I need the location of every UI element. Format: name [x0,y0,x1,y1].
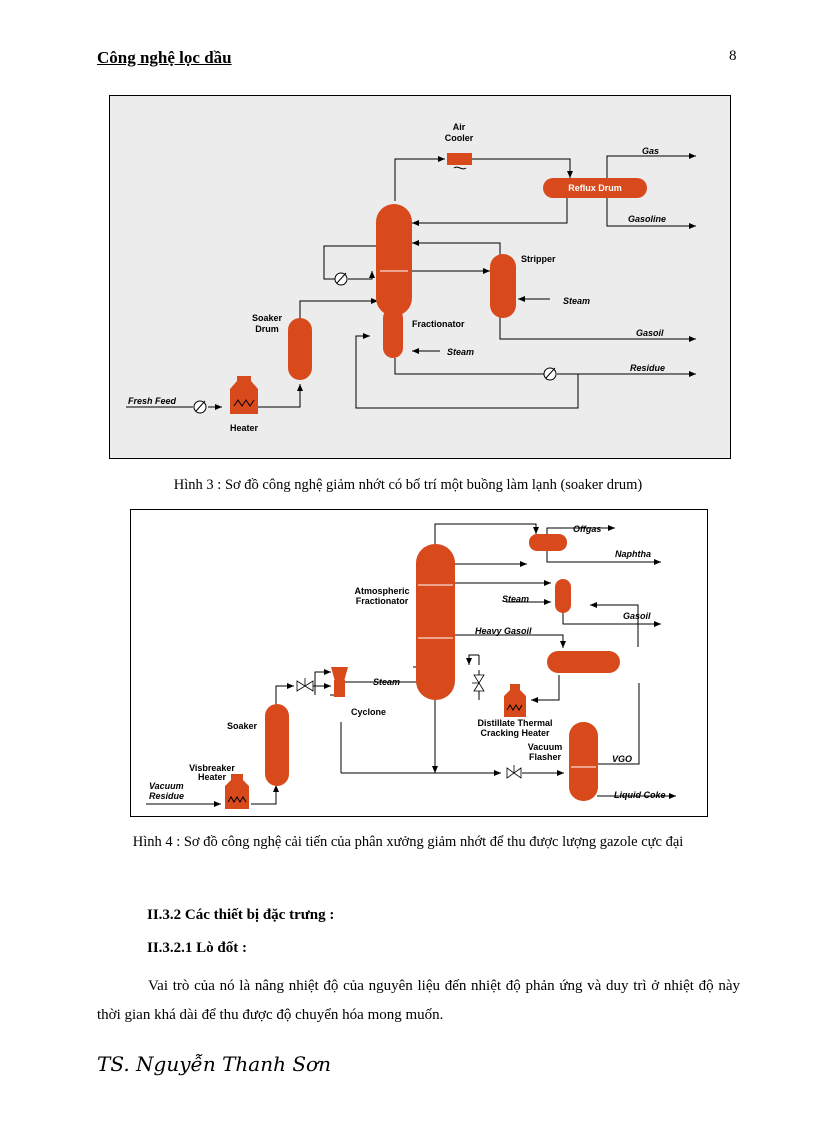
footer-author: TS. Nguyễn Thanh Sơn [97,1052,331,1076]
label-fresh-feed: Fresh Feed [128,396,177,406]
label-naphtha: Naphtha [615,549,651,559]
heater-coil-icon [233,399,255,407]
heavy-gasoil-drum [547,651,620,673]
reflux-drum [543,178,647,198]
pump-icon-residue [543,367,557,381]
air-cooler-fan-icon [453,166,467,170]
heater [230,376,258,414]
figure-3-svg: Air Cooler Gas Reflux Drum Gasoline Stri… [126,122,696,433]
fractionator-column [376,204,412,316]
fractionator-bottom [383,308,403,358]
label-reflux-drum: Reflux Drum [568,183,622,193]
label-drum: Drum [255,324,279,334]
label-cyclone: Cyclone [351,707,386,717]
label-visbreaker-heater: Heater [198,772,227,782]
valve-icon-3 [506,765,522,779]
label-dtch-2: Cracking Heater [480,728,550,738]
label-cooler: Cooler [445,133,474,143]
air-cooler [447,153,472,165]
label-heavy-gasoil: Heavy Gasoil [475,626,532,636]
label-stripper: Stripper [521,254,556,264]
figure-3-caption: Hình 3 : Sơ đồ công nghệ giảm nhớt có bố… [173,477,643,493]
label-flasher: Flasher [529,752,562,762]
body-paragraph: Vai trò của nó là nâng nhiệt độ của nguy… [97,978,740,1023]
visbreaker-coil-icon [227,796,247,803]
label-residue: Residue [630,363,665,373]
label-gasoil: Gasoil [636,328,664,338]
label-vacuum-residue-2: Residue [149,791,184,801]
label-fractionator: Fractionator [412,319,465,329]
valve-icon-1 [296,678,314,692]
label-steam-side: Steam [502,594,529,604]
figure-4-process-diagram: Offgas Naphtha Atmospheric Fractionator … [130,509,708,817]
page-number: 8 [729,48,737,64]
label-visbreaker: Visbreaker [189,763,235,773]
vacuum-flasher [569,722,598,801]
label-steam-bottom: Steam [447,347,474,357]
document-header-title: Công nghệ lọc dầu [97,48,232,67]
figure-3-process-diagram: Air Cooler Gas Reflux Drum Gasoline Stri… [109,95,731,459]
label-offgas: Offgas [573,524,601,534]
label-gas: Gas [642,146,659,156]
subsection-heading: II.3.2.1 Lò đốt : [147,940,248,956]
soaker-drum [288,318,312,380]
label-soaker: Soaker [252,313,283,323]
label-atmospheric: Atmospheric [354,586,409,596]
label-fractionator: Fractionator [356,596,409,606]
pump-icon-feed [193,400,207,414]
distillate-thermal-cracking-heater [504,684,526,717]
valve-icon-2 [472,674,485,692]
label-air: Air [453,122,466,132]
label-vacuum-residue-1: Vacuum [149,781,184,791]
visbreaker-heater [225,774,249,809]
cyclone-leg [334,680,345,697]
side-stripper [555,579,571,613]
label-steam-cyclone: Steam [373,677,400,687]
offgas-drum [529,534,567,551]
flow-lines [146,523,676,807]
section-heading: II.3.2 Các thiết bị đặc trưng : [147,907,335,923]
soaker [265,704,289,786]
label-vacuum: Vacuum [528,742,563,752]
label-steam-stripper: Steam [563,296,590,306]
label-heater: Heater [230,423,259,433]
dtch-coil-icon [506,704,523,711]
figure-4-caption: Hình 4 : Sơ đồ công nghệ cải tiến của ph… [132,834,684,850]
label-gasoline: Gasoline [628,214,666,224]
pump-icon-reflux [334,272,348,286]
label-liquid-coke: Liquid Coke [614,790,666,800]
label-soaker: Soaker [227,721,258,731]
atmospheric-fractionator [416,544,455,700]
label-gasoil: Gasoil [623,611,651,621]
figure-4-svg: Offgas Naphtha Atmospheric Fractionator … [146,523,676,809]
label-vgo: VGO [612,754,632,764]
label-dtch-1: Distillate Thermal [477,718,552,728]
stripper [490,254,516,318]
